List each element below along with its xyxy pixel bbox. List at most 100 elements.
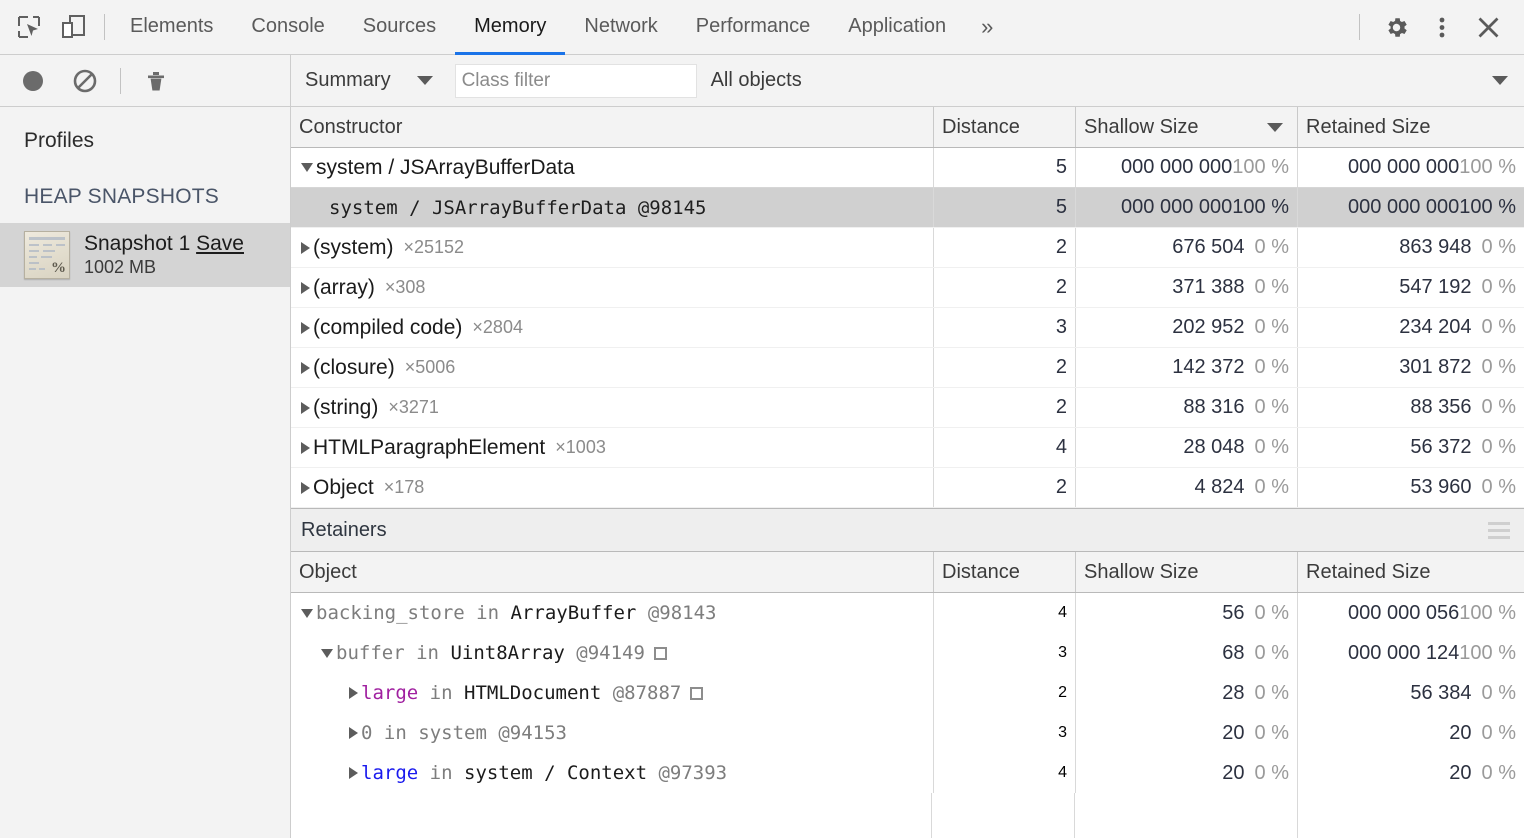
table-row[interactable]: (compiled code) ×2804 3 202 952 0 % 234 … bbox=[291, 308, 1524, 348]
tabbar-right-divider bbox=[1359, 14, 1360, 40]
column-header-object[interactable]: Object bbox=[291, 552, 934, 592]
retainer-connector: in bbox=[429, 682, 453, 704]
disclosure-triangle-icon[interactable] bbox=[301, 163, 313, 172]
retainer-key: buffer bbox=[336, 642, 405, 664]
device-toolbar-icon[interactable] bbox=[58, 12, 88, 42]
table-row[interactable]: system / JSArrayBufferData @98145 5 000 … bbox=[291, 188, 1524, 228]
more-tabs-icon[interactable]: » bbox=[965, 0, 1009, 54]
gear-icon[interactable] bbox=[1376, 7, 1416, 47]
empty-distance-column bbox=[932, 793, 1074, 838]
row-shallow-size-cell: 142 372 0 % bbox=[1076, 348, 1298, 387]
trash-icon[interactable] bbox=[139, 64, 173, 98]
table-row[interactable]: HTMLParagraphElement ×1003 4 28 048 0 % … bbox=[291, 428, 1524, 468]
tab-elements[interactable]: Elements bbox=[111, 1, 232, 55]
row-retained-size-cell: 000 000 000 100 % bbox=[1298, 148, 1524, 187]
column-header-retained-size[interactable]: Retained Size bbox=[1298, 107, 1524, 147]
retainer-connector: in bbox=[383, 722, 407, 744]
column-header-retained-size-label: Retained Size bbox=[1306, 115, 1431, 138]
tab-performance[interactable]: Performance bbox=[677, 1, 830, 55]
row-shallow-size-value: 4 824 bbox=[1194, 476, 1245, 498]
retainer-retained-size-value: 20 bbox=[1449, 721, 1472, 744]
row-constructor-name: system / JSArrayBufferData bbox=[316, 155, 575, 179]
retainer-target: Uint8Array bbox=[450, 642, 565, 664]
row-shallow-size-value: 142 372 bbox=[1172, 356, 1245, 378]
row-retained-size-value: 000 000 000 bbox=[1348, 196, 1460, 218]
snapshot-save-link[interactable]: Save bbox=[196, 232, 244, 255]
tabbar-left-icons bbox=[0, 0, 98, 54]
close-icon[interactable] bbox=[1468, 7, 1508, 47]
row-retained-size-pct: 100 % bbox=[1459, 156, 1516, 178]
view-select-value: Summary bbox=[305, 69, 391, 91]
retainer-retained-size-value: 56 384 bbox=[1410, 681, 1472, 704]
disclosure-triangle-icon[interactable] bbox=[349, 767, 358, 779]
retainer-shallow-size-cell: 56 0 % bbox=[1076, 593, 1298, 633]
row-constructor-count: ×1003 bbox=[555, 437, 606, 457]
retainer-retained-size-pct: 0 % bbox=[1481, 721, 1516, 744]
row-shallow-size-value: 371 388 bbox=[1172, 276, 1245, 298]
disclosure-triangle-icon[interactable] bbox=[301, 321, 310, 334]
table-row[interactable]: (array) ×308 2 371 388 0 % 547 192 0 % bbox=[291, 268, 1524, 308]
retainer-row[interactable]: 0 in system @94153 3 20 0 % 20 bbox=[291, 713, 1524, 753]
retainer-key: large bbox=[361, 682, 419, 704]
retainer-object-cell: backing_store in ArrayBuffer @98143 bbox=[291, 593, 934, 633]
column-header-constructor[interactable]: Constructor bbox=[291, 107, 934, 147]
hamburger-menu-icon[interactable] bbox=[1488, 521, 1510, 539]
disclosure-triangle-icon[interactable] bbox=[349, 687, 358, 699]
kebab-menu-icon[interactable] bbox=[1422, 7, 1462, 47]
column-header-distance[interactable]: Distance bbox=[934, 107, 1076, 147]
retainer-retained-size-cell: 20 0 % bbox=[1298, 713, 1524, 753]
row-retained-size-pct: 0 % bbox=[1481, 356, 1516, 378]
retainer-row[interactable]: backing_store in ArrayBuffer @98143 4 56… bbox=[291, 593, 1524, 633]
retainer-retained-size-pct: 100 % bbox=[1459, 641, 1516, 664]
row-shallow-size-cell: 000 000 000 100 % bbox=[1076, 148, 1298, 187]
column-header-retainer-retained-size[interactable]: Retained Size bbox=[1298, 552, 1524, 592]
tab-console[interactable]: Console bbox=[232, 1, 343, 55]
disclosure-triangle-icon[interactable] bbox=[349, 727, 358, 739]
retainer-shallow-size-value: 68 bbox=[1222, 641, 1245, 664]
row-retained-size-value: 53 960 bbox=[1410, 476, 1472, 498]
column-header-retainer-distance[interactable]: Distance bbox=[934, 552, 1076, 592]
table-row[interactable]: Object ×178 2 4 824 0 % 53 960 0 % bbox=[291, 468, 1524, 508]
retainer-row[interactable]: buffer in Uint8Array @94149 3 68 0 % bbox=[291, 633, 1524, 673]
retainer-key: large bbox=[361, 762, 419, 784]
row-retained-size-cell: 56 372 0 % bbox=[1298, 428, 1524, 467]
column-header-retainer-shallow-size[interactable]: Shallow Size bbox=[1076, 552, 1298, 592]
disclosure-triangle-icon[interactable] bbox=[301, 401, 310, 414]
objects-select[interactable]: All objects bbox=[697, 69, 1524, 92]
table-row[interactable]: (system) ×25152 2 676 504 0 % 863 948 0 … bbox=[291, 228, 1524, 268]
disclosure-triangle-icon[interactable] bbox=[321, 648, 333, 658]
row-retained-size-value: 863 948 bbox=[1399, 236, 1472, 258]
disclosure-triangle-icon[interactable] bbox=[301, 361, 310, 374]
tab-application[interactable]: Application bbox=[829, 1, 965, 55]
chevron-down-icon bbox=[416, 76, 433, 85]
disclosure-triangle-icon[interactable] bbox=[301, 281, 310, 294]
class-filter-input[interactable] bbox=[454, 63, 697, 98]
sidebar-item-snapshot-1[interactable]: % Snapshot 1 Save 1002 MB bbox=[0, 223, 290, 287]
memory-toolbar-actions bbox=[0, 55, 291, 106]
column-header-shallow-size[interactable]: Shallow Size bbox=[1076, 107, 1298, 147]
tab-sources[interactable]: Sources bbox=[344, 1, 455, 55]
retainer-row[interactable]: large in system / Context @97393 4 20 0 … bbox=[291, 753, 1524, 793]
table-row[interactable]: (string) ×3271 2 88 316 0 % 88 356 0 % bbox=[291, 388, 1524, 428]
disclosure-triangle-icon[interactable] bbox=[301, 608, 313, 618]
record-heap-snapshot-icon[interactable] bbox=[16, 64, 50, 98]
tab-network[interactable]: Network bbox=[565, 1, 676, 55]
row-retained-size-pct: 100 % bbox=[1459, 196, 1516, 218]
retainer-row[interactable]: large in HTMLDocument @87887 2 28 0 % bbox=[291, 673, 1524, 713]
table-row[interactable]: (closure) ×5006 2 142 372 0 % 301 872 0 … bbox=[291, 348, 1524, 388]
tab-performance-label: Performance bbox=[695, 15, 811, 37]
inspect-element-icon[interactable] bbox=[14, 12, 44, 42]
table-row[interactable]: system / JSArrayBufferData 5 000 000 000… bbox=[291, 148, 1524, 188]
disclosure-triangle-icon[interactable] bbox=[301, 441, 310, 454]
tab-elements-label: Elements bbox=[130, 15, 214, 37]
retainer-target: HTMLDocument bbox=[464, 682, 602, 704]
view-select[interactable]: Summary bbox=[305, 69, 433, 92]
clear-icon[interactable] bbox=[68, 64, 102, 98]
tab-memory[interactable]: Memory bbox=[455, 1, 566, 55]
disclosure-triangle-icon[interactable] bbox=[301, 241, 310, 254]
disclosure-triangle-icon[interactable] bbox=[301, 481, 310, 494]
profiles-sidebar: Profiles HEAP SNAPSHOTS % bbox=[0, 107, 291, 838]
snapshot-name: Snapshot 1 bbox=[84, 232, 191, 255]
retainer-target: system bbox=[418, 722, 487, 744]
row-retained-size-value: 234 204 bbox=[1399, 316, 1472, 338]
